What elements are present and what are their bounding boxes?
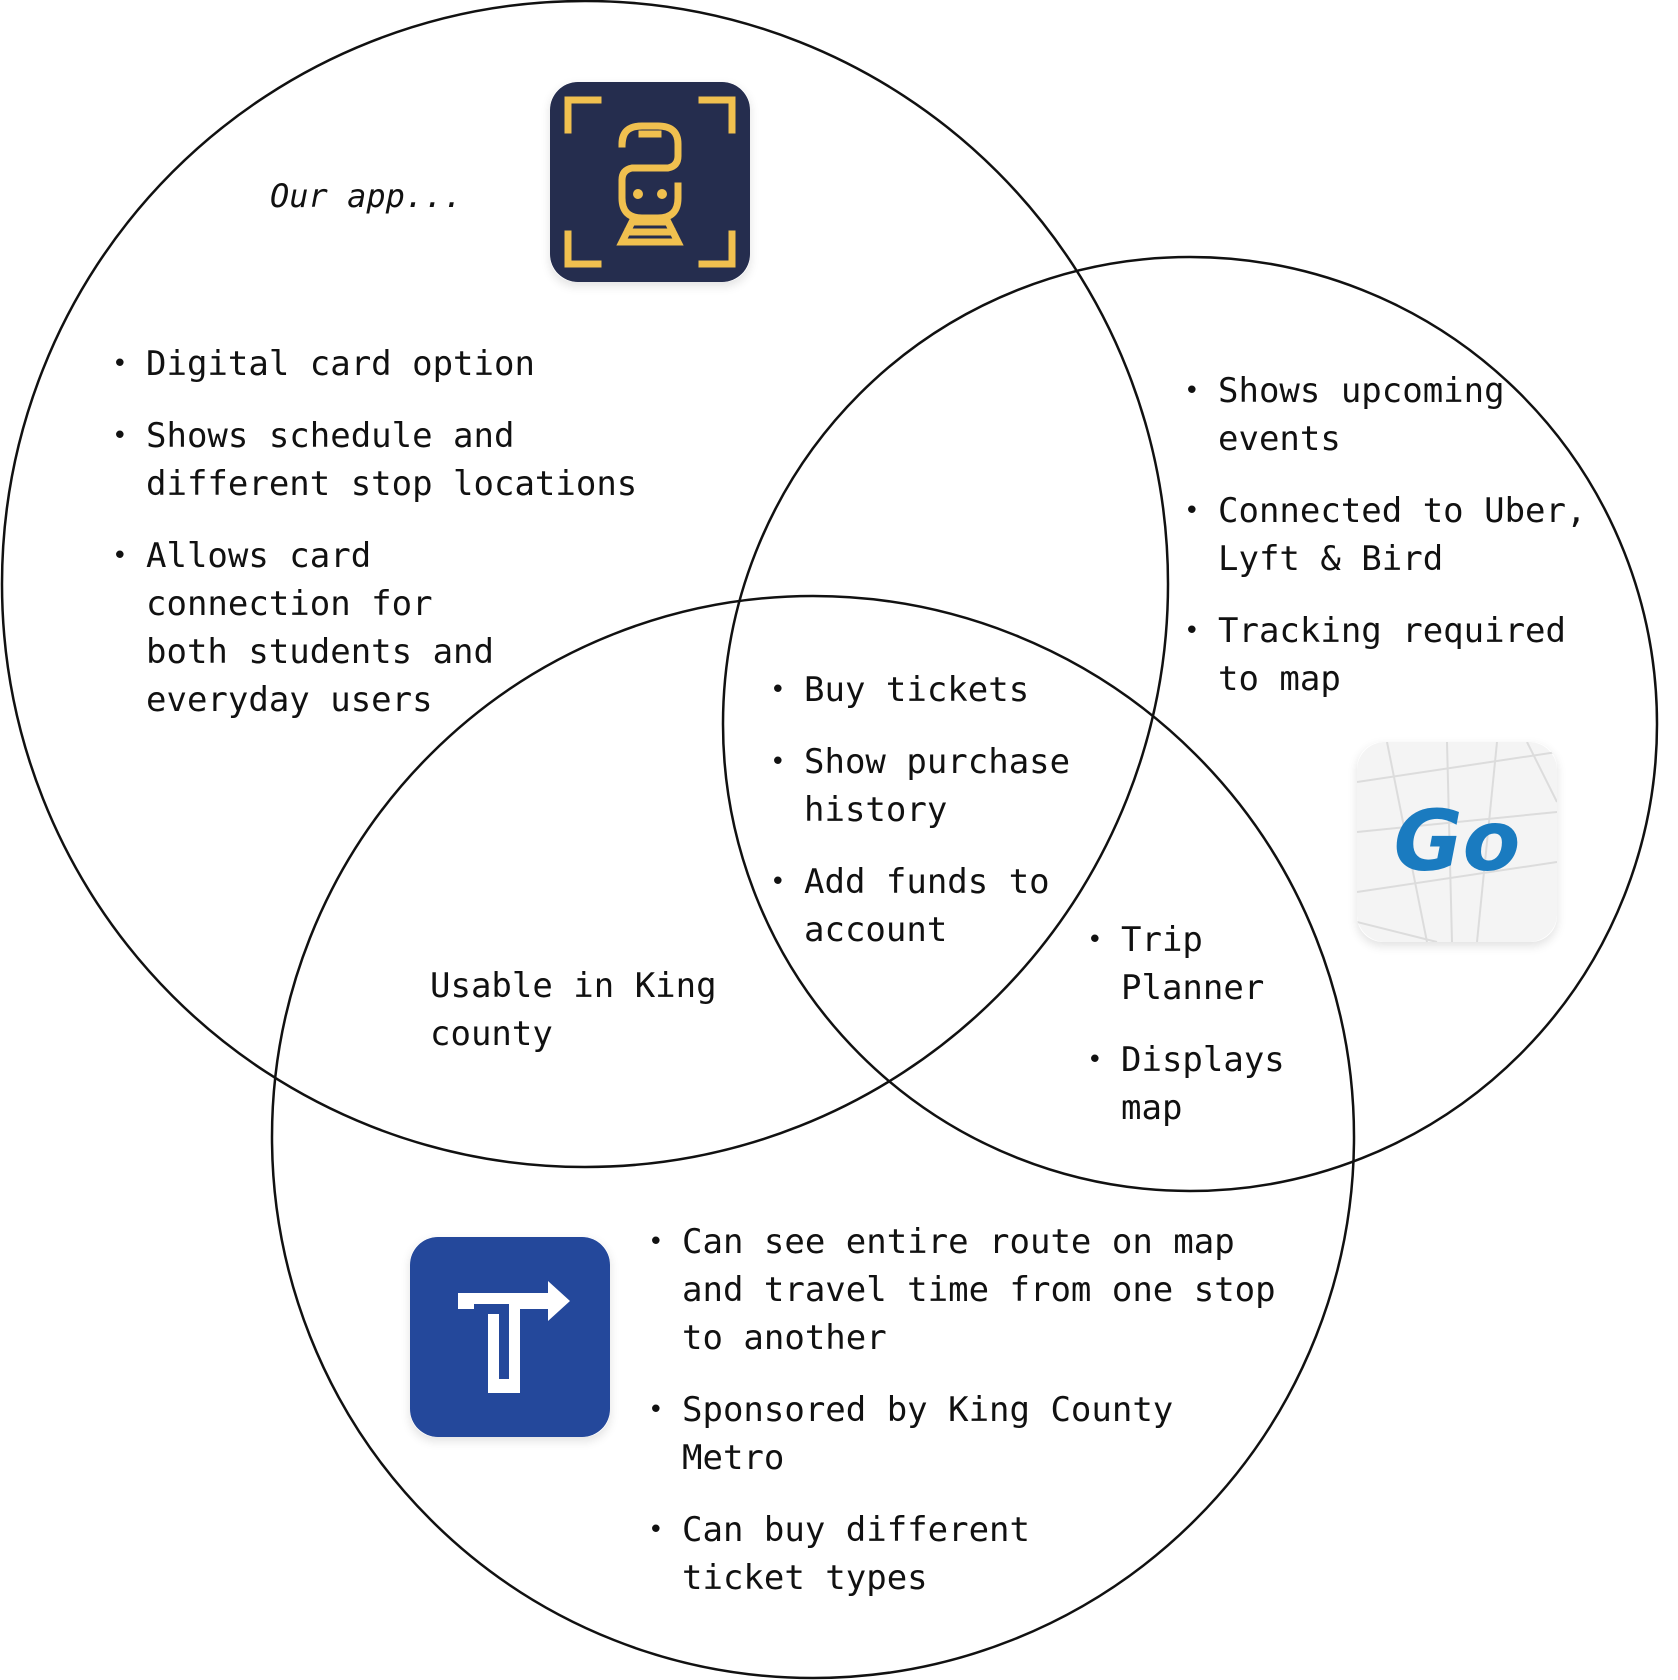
list-item: Can buy different ticket types [648, 1506, 1102, 1602]
list-item: Show purchase history [770, 738, 1110, 834]
list-item: Connected to Uber, Lyft & Bird [1184, 487, 1614, 583]
list-item: Allows card connection for both students… [112, 532, 526, 724]
list-item: Digital card option [112, 340, 692, 388]
list-item: Sponsored by King County Metro [648, 1386, 1262, 1482]
our-app-feature-list: Digital card option Shows schedule and d… [112, 340, 692, 748]
list-item: Shows upcoming events [1184, 367, 1548, 463]
go-logo-text: Go [1394, 792, 1521, 890]
our-app-caption: Our app... [270, 177, 463, 215]
t-arrow-app-icon [410, 1237, 610, 1437]
list-item: Displays map [1087, 1036, 1321, 1132]
circle-transit-app [270, 594, 1356, 1680]
list-item: Can see entire route on map and travel t… [648, 1218, 1288, 1362]
go-app-feature-list: Shows upcoming events Connected to Uber,… [1184, 367, 1614, 727]
list-item: Shows schedule and different stop locati… [112, 412, 666, 508]
circle-go-app [721, 255, 1659, 1193]
transit-app-feature-list: Can see entire route on map and travel t… [648, 1218, 1288, 1626]
list-item: Buy tickets [770, 666, 1110, 714]
list-item: Add funds to account [770, 858, 1094, 954]
all-three-feature-list: Buy tickets Show purchase history Add fu… [770, 666, 1110, 978]
train-scan-app-icon [550, 82, 750, 282]
list-item: Trip Planner [1087, 916, 1301, 1012]
list-item: Tracking required to map [1184, 607, 1608, 703]
go-app-icon: Go [1357, 742, 1557, 942]
circle-our-app [0, 0, 1170, 1169]
go-transit-overlap-list: Trip Planner Displays map [1087, 916, 1327, 1156]
king-county-overlap-text: Usable in King county [430, 966, 717, 1054]
